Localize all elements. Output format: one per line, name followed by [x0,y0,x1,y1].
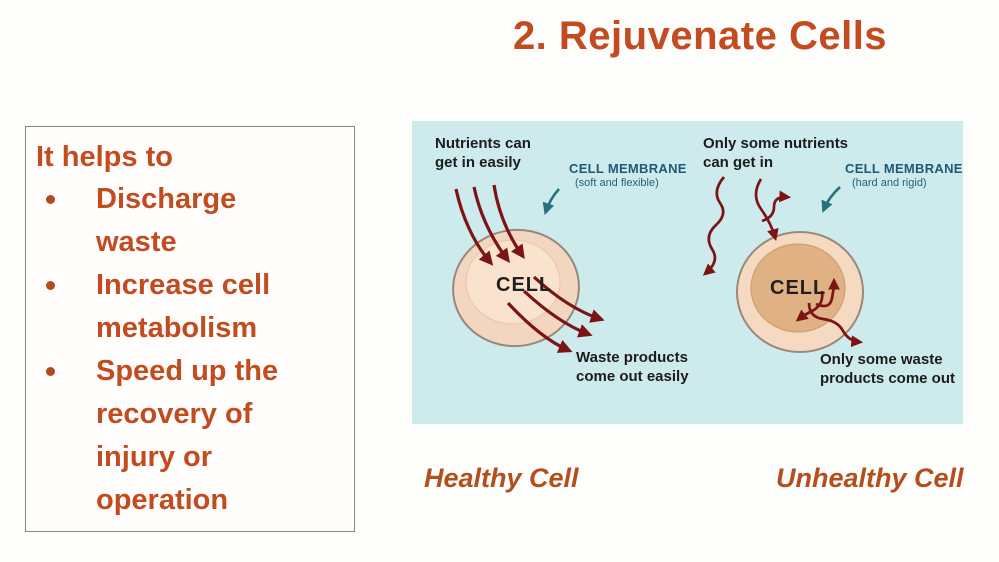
bullet-icon [46,281,55,290]
healthy-nutrients-label: Nutrients can get in easily [435,135,531,171]
unhealthy-cell-group [702,176,864,353]
healthy-membrane-title: CELL MEMBRANE [569,161,687,176]
list-item: Increase cell metabolism [34,264,348,350]
waste-trapped-arrows-icon [795,277,864,348]
healthy-cell-group [452,184,605,353]
benefits-box: It helps to Discharge waste Increase cel… [25,126,355,532]
list-item: Speed up the recovery of injury or opera… [34,350,348,522]
nutrients-blocked-arrows-icon [702,176,792,276]
healthy-waste-label: Waste products come out easily [576,349,689,385]
unhealthy-cell-inner-ellipse [750,243,846,333]
unhealthy-membrane-subtitle: (hard and rigid) [852,177,927,189]
nutrients-in-arrows-icon [454,184,525,266]
healthy-cell-label: CELL [496,274,553,296]
benefit-text: Discharge waste [96,183,237,258]
cell-diagram: Nutrients can get in easily CELL MEMBRAN… [412,121,963,424]
cell-diagram-graphics [452,176,864,353]
unhealthy-waste-label: Only some waste products come out [820,351,956,387]
healthy-membrane-subtitle: (soft and flexible) [575,177,659,189]
unhealthy-cell-caption: Unhealthy Cell [776,463,964,493]
unhealthy-cell-label: CELL [770,277,827,299]
healthy-cell-caption: Healthy Cell [424,463,579,493]
waste-out-arrows-icon [506,275,605,353]
benefit-text: Speed up the recovery of injury or opera… [96,355,279,516]
bullet-icon [46,367,55,376]
page-title: 2. Rejuvenate Cells [512,14,888,58]
bullet-icon [46,195,55,204]
membrane-pointer-arrow-icon [821,186,841,213]
benefits-heading: It helps to [36,141,173,173]
unhealthy-nutrients-label: Only some nutrients can get in [703,135,849,171]
membrane-pointer-arrow-icon [542,188,560,215]
benefit-text: Increase cell metabolism [96,269,271,344]
list-item: Discharge waste [34,178,348,264]
unhealthy-membrane-title: CELL MEMBRANE [845,161,963,176]
